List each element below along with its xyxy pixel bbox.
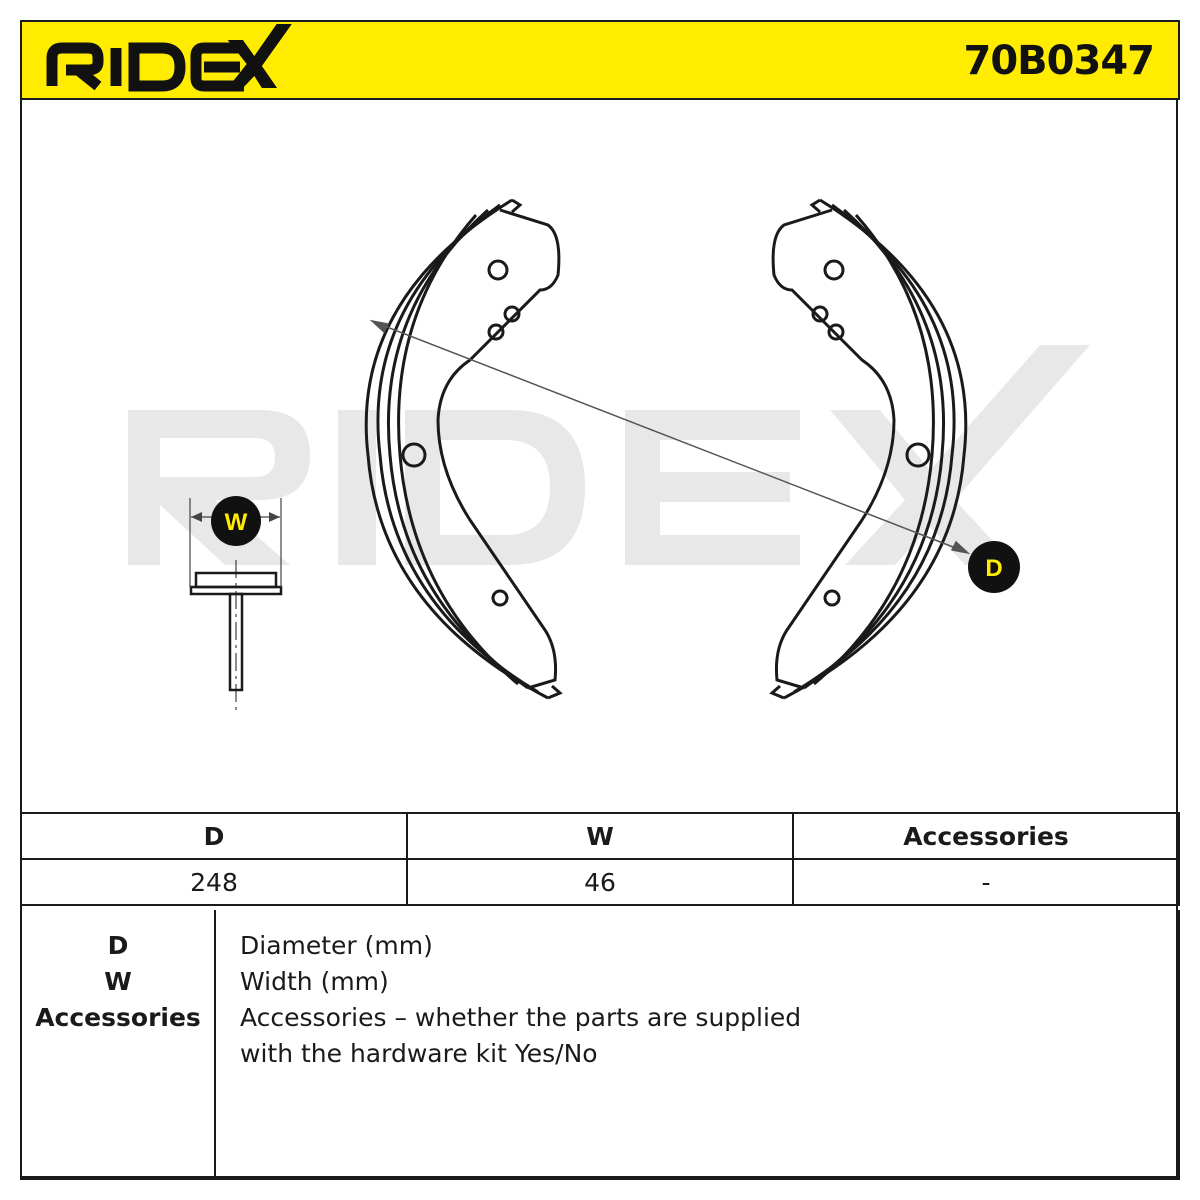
legend-desc-accessories-2: with the hardware kit Yes/No [240, 1039, 598, 1068]
brake-shoe-drawing: D W [128, 198, 1090, 712]
legend-term-accessories: Accessories [35, 1003, 201, 1032]
specs-header-d: D [20, 812, 408, 860]
legend-descriptions: Diameter (mm) Width (mm) Accessories – w… [240, 928, 1160, 1072]
diameter-marker: D [968, 541, 1020, 593]
specs-header-row: D W Accessories [20, 812, 1180, 860]
legend-term-w: W [104, 967, 132, 996]
legend-desc-width: Width (mm) [240, 967, 389, 996]
part-number: 70B0347 [963, 38, 1155, 84]
legend-box: D W Accessories Diameter (mm) Width (mm)… [20, 910, 1180, 1180]
legend-desc-diameter: Diameter (mm) [240, 931, 433, 960]
legend-desc-accessories-1: Accessories – whether the parts are supp… [240, 1003, 802, 1032]
specs-header-accessories: Accessories [792, 812, 1180, 860]
specs-value-accessories: - [792, 858, 1180, 906]
specs-value-row: 248 46 - [20, 858, 1180, 906]
svg-text:W: W [225, 509, 248, 536]
ridex-logo [46, 24, 292, 92]
svg-text:D: D [985, 555, 1002, 582]
legend-terms: D W Accessories [22, 910, 216, 1178]
specs-header-w: W [406, 812, 794, 860]
width-arrows [191, 512, 280, 522]
diameter-dimension-line [369, 319, 971, 555]
legend-term-d: D [107, 931, 129, 960]
ridex-watermark [128, 345, 1090, 565]
left-brake-shoe [364, 198, 563, 700]
specs-value-w: 46 [406, 858, 794, 906]
width-marker: W [211, 496, 261, 546]
header-bar: 70B0347 [20, 20, 1180, 100]
specs-value-d: 248 [20, 858, 408, 906]
right-brake-shoe [769, 198, 968, 700]
specs-table: D W Accessories 248 46 - [20, 812, 1180, 906]
